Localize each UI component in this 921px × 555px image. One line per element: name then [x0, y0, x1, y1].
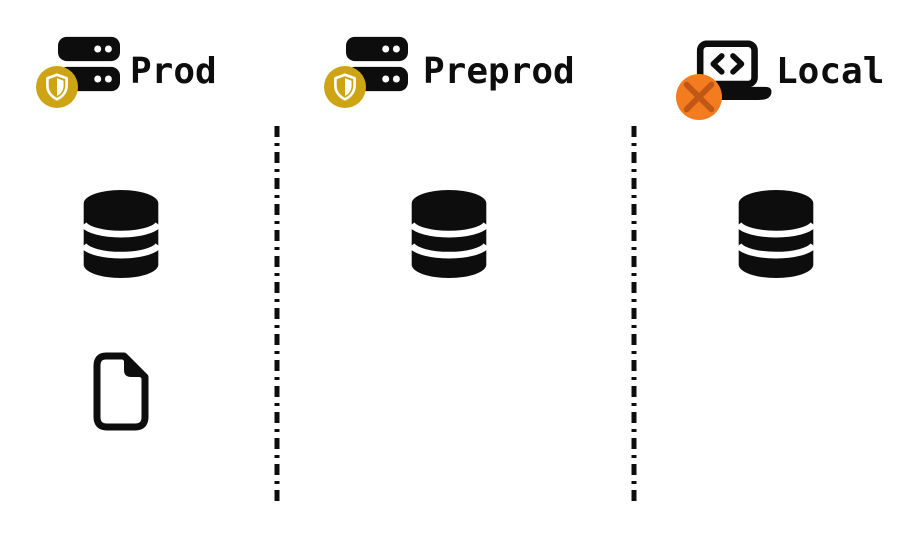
- server-icon: [58, 36, 120, 92]
- database-icon: [410, 190, 488, 278]
- env-label-prod: Prod: [130, 51, 217, 92]
- env-column-local: Local: [634, 0, 921, 555]
- env-label-local: Local: [776, 51, 885, 92]
- file-icon: [93, 352, 149, 431]
- database-icon: [82, 190, 160, 278]
- no-access-badge-icon: [676, 74, 722, 120]
- shield-badge-icon: [324, 66, 366, 108]
- column-divider: [274, 126, 280, 504]
- env-column-prod: Prod: [0, 0, 277, 555]
- server-icon: [346, 36, 408, 92]
- shield-badge-icon: [36, 66, 78, 108]
- column-divider: [631, 126, 637, 504]
- database-icon: [737, 190, 815, 278]
- env-label-preprod: Preprod: [423, 51, 575, 92]
- env-column-preprod: Preprod: [277, 0, 634, 555]
